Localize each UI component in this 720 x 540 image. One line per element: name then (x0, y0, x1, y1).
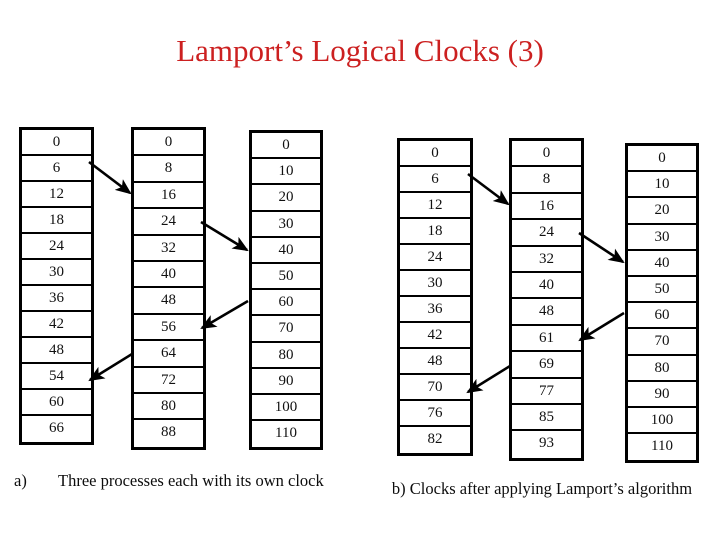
clock-column-a-3: 0 10 20 30 40 50 60 70 80 90 100 110 (249, 130, 323, 451)
caption-b: b) Clocks after applying Lamport’s algor… (391, 479, 693, 498)
clock-column-a-2: 0 8 16 24 32 40 48 56 64 72 80 88 (131, 127, 206, 450)
clock-cell: 90 (628, 382, 696, 408)
clock-cell: 32 (134, 236, 203, 262)
clock-cell: 20 (628, 198, 696, 225)
clock-cell: 12 (22, 182, 91, 208)
clock-cell: 64 (134, 341, 203, 368)
clock-cell: 66 (49, 420, 64, 436)
clock-cell: 42 (400, 323, 470, 349)
clock-column-b-1: 0 6 12 18 24 30 36 42 48 70 76 82 (397, 138, 473, 456)
clock-cell: 40 (512, 273, 581, 300)
clock-cell: 85 (512, 405, 581, 432)
clock-cell: 60 (628, 303, 696, 330)
clock-column-a-1: 0 6 12 18 24 30 36 42 48 54 60 66 (19, 127, 94, 445)
message-arrow-a-m1 (88, 160, 132, 195)
clock-cell: 90 (252, 369, 320, 395)
message-arrow-a-m2 (200, 220, 249, 252)
clock-cell: 61 (512, 326, 581, 353)
clock-cell: 100 (628, 408, 696, 435)
clock-cell: 16 (134, 183, 203, 210)
page-title: Lamport’s Logical Clocks (3) (176, 33, 544, 68)
clock-cell: 69 (512, 352, 581, 379)
clock-cell: 82 (427, 431, 443, 447)
clock-cell: 10 (628, 172, 696, 199)
clock-cell: 42 (22, 312, 91, 338)
clock-column-b-3: 0 10 20 30 40 50 60 70 80 90 100 110 (625, 143, 699, 464)
clock-cell: 24 (134, 209, 203, 236)
clock-cell: 8 (512, 167, 581, 194)
clock-cell: 18 (400, 219, 470, 245)
clock-cell: 40 (628, 251, 696, 277)
clock-cell: 0 (22, 130, 91, 156)
clock-cell: 60 (252, 290, 320, 317)
caption-a-label: a) (14, 471, 27, 490)
message-arrow-b-m4 (466, 364, 511, 394)
clock-cell: 18 (22, 208, 91, 234)
message-arrow-b-m2 (578, 231, 625, 264)
clock-cell: 8 (134, 156, 203, 183)
clock-cell: 100 (252, 395, 320, 422)
clock-cell: 0 (134, 130, 203, 157)
clock-cell: 80 (134, 394, 203, 421)
clock-cell: 24 (22, 234, 91, 260)
clock-cell: 80 (628, 356, 696, 382)
clock-cell: 50 (252, 264, 320, 291)
clock-cell: 24 (400, 245, 470, 271)
clock-cell: 0 (400, 141, 470, 167)
clock-cell: 80 (252, 343, 320, 369)
message-arrow-b-m3 (578, 311, 625, 342)
clock-cell: 32 (512, 247, 581, 273)
message-arrow-b-m1 (467, 172, 510, 206)
clock-cell: 76 (400, 401, 470, 427)
clock-cell: 50 (628, 277, 696, 304)
clock-cell: 48 (512, 299, 581, 326)
clock-cell: 0 (252, 133, 320, 160)
clock-cell: 40 (252, 238, 320, 264)
clock-cell: 36 (400, 297, 470, 323)
clock-cell: 54 (22, 364, 91, 390)
clock-cell: 110 (651, 438, 673, 455)
clock-cell: 48 (134, 288, 203, 315)
clock-cell: 30 (400, 271, 470, 297)
message-arrow-a-m3 (200, 299, 249, 330)
clock-cell: 36 (22, 286, 91, 312)
clock-cell: 70 (400, 375, 470, 401)
clock-cell: 93 (539, 435, 554, 452)
clock-cell: 72 (134, 368, 203, 394)
clock-cell: 110 (275, 425, 297, 442)
clock-cell: 48 (400, 349, 470, 375)
clock-cell: 88 (161, 424, 176, 441)
clock-cell: 6 (400, 167, 470, 193)
clock-cell: 20 (252, 185, 320, 212)
clock-cell: 30 (22, 260, 91, 286)
clock-cell: 70 (628, 329, 696, 356)
clock-cell: 10 (252, 159, 320, 186)
clock-cell: 16 (512, 194, 581, 221)
message-arrow-a-m4 (88, 352, 133, 382)
clock-cell: 0 (628, 146, 696, 173)
clock-cell: 30 (252, 212, 320, 238)
clock-cell: 56 (134, 315, 203, 342)
clock-cell: 6 (22, 156, 91, 182)
clock-cell: 60 (22, 390, 91, 416)
clock-cell: 48 (22, 338, 91, 364)
clock-column-b-2: 0 8 16 24 32 40 48 61 69 77 85 93 (509, 138, 584, 461)
clock-cell: 12 (400, 193, 470, 219)
clock-cell: 70 (252, 316, 320, 343)
caption-a-text: Three processes each with its own clock (58, 471, 324, 490)
clock-cell: 40 (134, 262, 203, 289)
clock-cell: 0 (512, 141, 581, 168)
clock-cell: 77 (512, 379, 581, 405)
clock-cell: 24 (512, 220, 581, 247)
clock-cell: 30 (628, 225, 696, 251)
